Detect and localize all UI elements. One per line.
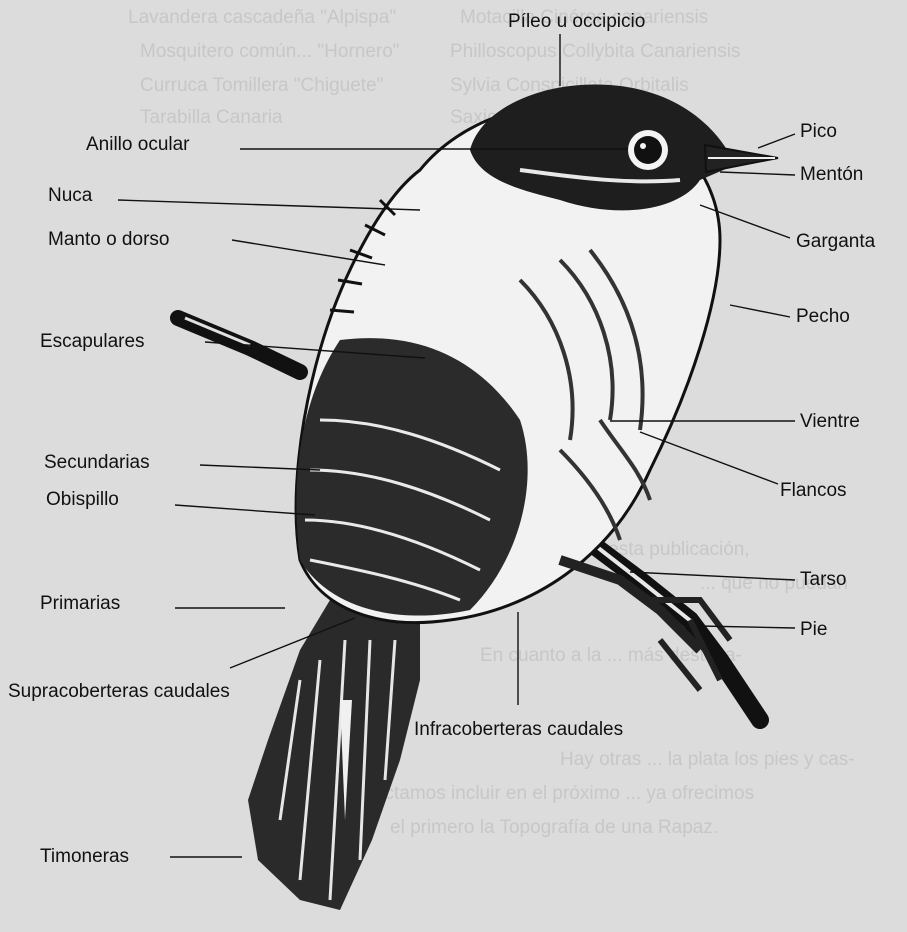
- label-pecho: Pecho: [796, 307, 850, 326]
- label-timoneras: Timoneras: [40, 847, 129, 866]
- label-menton: Mentón: [800, 165, 863, 184]
- label-garganta: Garganta: [796, 232, 875, 251]
- label-supracoberteras: Supracoberteras caudales: [8, 682, 230, 701]
- label-secundarias: Secundarias: [44, 453, 150, 472]
- label-vientre: Vientre: [800, 412, 860, 431]
- leader-line: [720, 172, 795, 175]
- leader-line: [118, 200, 420, 210]
- leader-line: [630, 572, 795, 580]
- tail: [248, 600, 420, 910]
- label-primarias: Primarias: [40, 594, 120, 613]
- label-escapulares: Escapulares: [40, 332, 145, 351]
- leader-line: [758, 134, 795, 148]
- leader-line: [730, 305, 790, 317]
- label-tarso: Tarso: [800, 570, 846, 589]
- leader-line: [175, 505, 315, 515]
- label-flancos: Flancos: [780, 481, 847, 500]
- leader-line: [640, 432, 778, 484]
- label-obispillo: Obispillo: [46, 490, 119, 509]
- label-pileo: Píleo u occipicio: [508, 12, 645, 31]
- label-pie: Pie: [800, 620, 827, 639]
- label-anillo-ocular: Anillo ocular: [86, 135, 190, 154]
- label-nuca: Nuca: [48, 186, 92, 205]
- label-infracoberteras: Infracoberteras caudales: [414, 720, 623, 739]
- label-manto: Manto o dorso: [48, 230, 169, 249]
- leader-line: [700, 626, 795, 628]
- label-pico: Pico: [800, 122, 837, 141]
